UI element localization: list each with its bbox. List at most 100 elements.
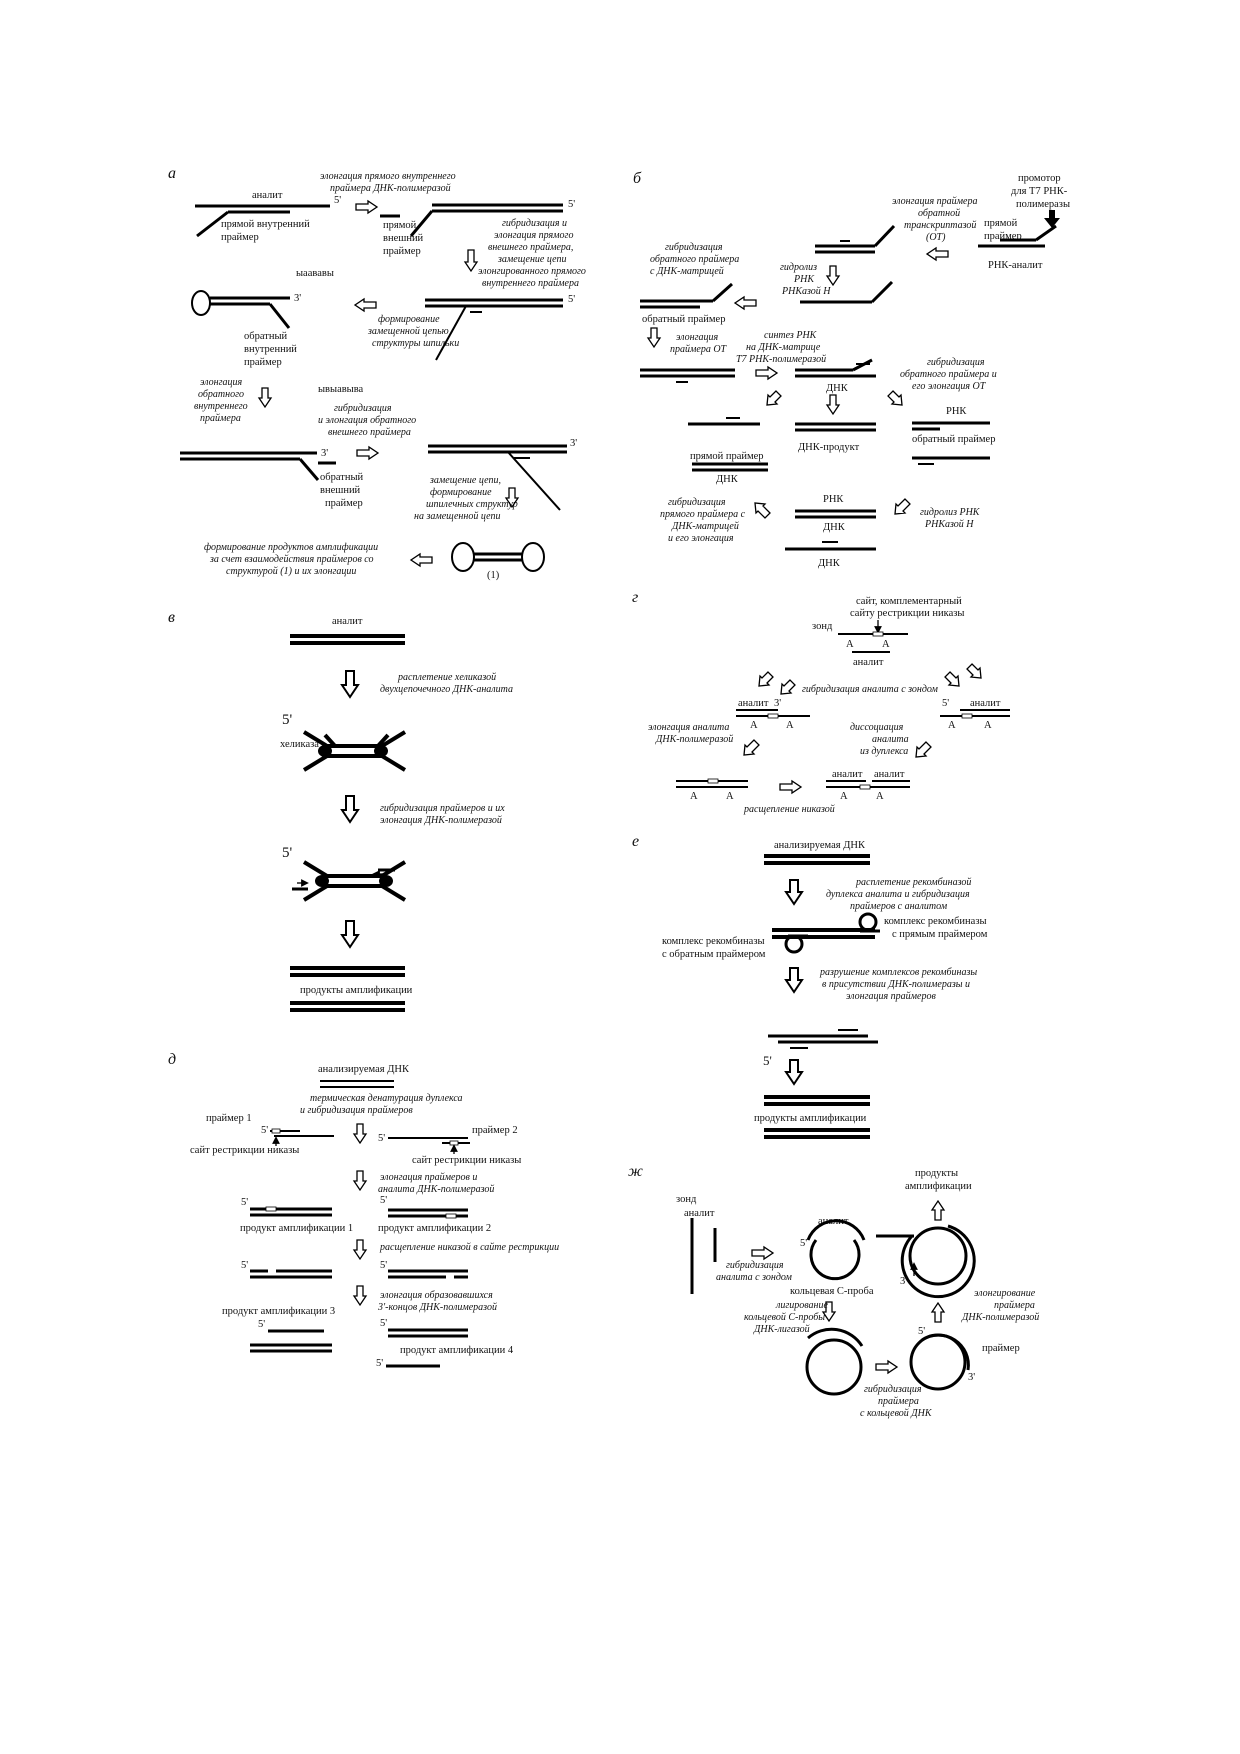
arrow-down-left-icon	[766, 390, 782, 406]
label-displacement-3: шпилечных структур	[426, 499, 518, 510]
helicase-icon	[318, 745, 332, 757]
label-destroy-3: элонгация праймеров	[846, 991, 936, 1002]
nick-site	[449, 1140, 459, 1146]
panel-d: д анализируемая ДНК термическая денатура…	[168, 1051, 559, 1369]
label-hybrid-probe: гибридизация аналита с зондом	[802, 684, 939, 695]
five-prime: 5'	[334, 195, 341, 206]
three-prime: 3'	[570, 438, 577, 449]
label-A: А	[882, 639, 890, 650]
three-prime: 3'	[774, 698, 781, 709]
label-A: А	[840, 791, 848, 802]
label-hybrid-rev-ot-2: обратного праймера и	[900, 369, 997, 380]
arrow-up-left-icon	[754, 502, 771, 519]
label-A: А	[948, 720, 956, 731]
label-prod4: продукт амплификации 4	[400, 1345, 514, 1356]
label-analit-3: аналит	[970, 698, 1001, 709]
panel-b-letter: б	[633, 170, 642, 187]
circular-dna	[908, 1226, 968, 1286]
five-prime: 5'	[380, 1318, 387, 1329]
arrow-up-icon	[930, 1301, 946, 1323]
arrow-down-icon	[257, 387, 273, 409]
primer-tail	[268, 303, 291, 329]
recombinase-icon	[858, 912, 878, 932]
five-prime: 5'	[241, 1197, 248, 1208]
label-rev-primer-2: обратный праймер	[912, 434, 995, 445]
label-analit-2: аналит	[738, 698, 769, 709]
label-dna-2: ДНК	[716, 474, 739, 485]
label-prod3: продукт амплификации 3	[222, 1306, 335, 1317]
label-primer: праймер	[982, 1343, 1020, 1354]
label-hybrid-fwd-outer-2: элонгация прямого	[494, 230, 573, 241]
circular-dna	[805, 1338, 863, 1396]
arrow-down-left-icon	[758, 671, 774, 687]
promoter-tail	[873, 224, 896, 248]
strand-bottom	[302, 884, 407, 902]
five-prime: 5'	[800, 1238, 807, 1249]
arrow-down-icon	[463, 249, 479, 273]
three-prime: 3'	[968, 1372, 975, 1383]
displaced-strand	[507, 451, 561, 511]
label-rev-inner-1: обратный	[244, 331, 287, 342]
label-A: А	[786, 720, 794, 731]
label-nick-site-1: сайт рестрикции никазы	[190, 1145, 299, 1156]
label-hydrolysis2-1: гидролиз РНК	[920, 507, 981, 518]
label-rec-rev-2: с обратным праймером	[662, 949, 766, 960]
label-promoter-2: для Т7 РНК-	[1011, 186, 1068, 197]
label-displacement-1: замещение цепи,	[429, 475, 501, 486]
strand-top	[302, 730, 407, 748]
label-products: продукты амплификации	[754, 1113, 867, 1124]
circular-probe	[809, 1239, 861, 1281]
label-unwind-2: двухцепочечного ДНК-аналита	[380, 684, 513, 695]
three-prime: 3'	[294, 293, 301, 304]
label-elong-2: аналита ДНК-полимеразой	[378, 1184, 494, 1195]
panel-b: б промотор для Т7 РНК- полимеразы прямой…	[633, 170, 1070, 569]
arrow-down-right-icon	[887, 390, 903, 406]
arrow-down-icon	[646, 327, 662, 349]
five-prime: 5'	[378, 1133, 385, 1144]
nick-site	[859, 784, 871, 790]
five-prime: 5'	[380, 1195, 387, 1206]
label-denat-1: термическая денатурация дуплекса	[310, 1093, 463, 1104]
arrow-left-icon	[733, 295, 757, 311]
label-hybrid-rev-ot-3: его элонгация ОТ	[912, 381, 987, 392]
label-rna-synth-3: Т7 РНК-полимеразой	[736, 354, 826, 365]
primer-tail	[196, 210, 229, 238]
label-hybrid-rev-dna-2: обратного праймера	[650, 254, 739, 265]
label-hybrid-rev-outer-1: гибридизация	[334, 403, 392, 414]
label-hybrid-fwd-outer-6: внутреннего праймера	[482, 278, 579, 289]
arrow-down-icon	[784, 1059, 804, 1086]
label-displacement-4: на замещенной цепи	[414, 511, 501, 522]
panel-g-letter: г	[632, 589, 638, 606]
hairpin-loop	[191, 290, 211, 316]
label-structure-1: (1)	[487, 570, 500, 581]
arrow-down-left-icon	[894, 498, 911, 515]
label-hybrid-fwd-dna-3: ДНК-матрицей	[671, 521, 739, 532]
nick-site	[767, 713, 779, 719]
arrow-down-icon	[504, 487, 520, 509]
label-hybrid-rev-ot-1: гибридизация	[927, 357, 985, 368]
arrow-right-icon	[755, 365, 779, 381]
label-displacement-2: формирование	[430, 487, 492, 498]
arrow-down-icon	[340, 920, 360, 949]
five-prime: 5'	[763, 1053, 772, 1068]
arrow-down-left-icon	[743, 739, 760, 756]
label-ligate-1: лигирование	[775, 1300, 828, 1311]
label-rev-primer: обратный праймер	[642, 314, 725, 325]
label-elong-1: элонгация праймеров и	[380, 1172, 477, 1183]
five-prime: 5'	[568, 199, 575, 210]
three-prime: 3'	[321, 448, 328, 459]
hairpin-loop	[451, 542, 475, 572]
panel-zh-letter: ж	[628, 1163, 643, 1180]
promoter-tail	[711, 282, 734, 303]
label-hybrid-2: элонгация ДНК-полимеразой	[380, 815, 502, 826]
panel-a-letter: а	[168, 165, 176, 182]
label-unwind-3: праймеров с аналитом	[850, 901, 948, 912]
label-elong-rt-1: элонгация праймера	[892, 196, 977, 207]
label-dna: ДНК	[826, 383, 849, 394]
arrow-down-icon	[825, 394, 841, 416]
label-hairpin-2: замещенной цепью	[367, 326, 449, 337]
helicase-icon	[315, 875, 329, 887]
label-elong-rev-inner-2: обратного	[198, 389, 244, 400]
label-elong-2: праймера	[994, 1300, 1035, 1311]
label-hybrid-fwd-dna-4: и его элонгация	[668, 533, 734, 544]
